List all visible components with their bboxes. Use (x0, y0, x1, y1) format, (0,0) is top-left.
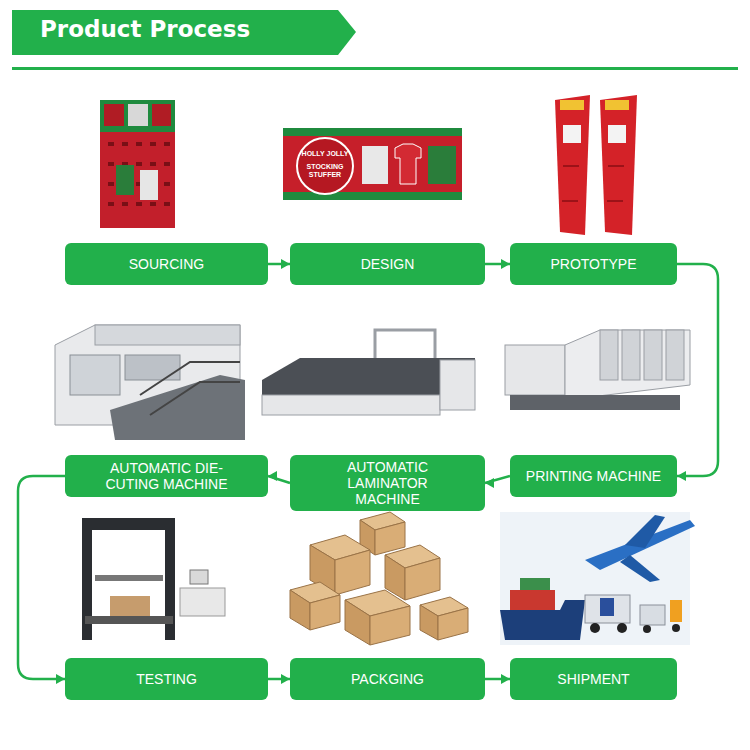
arrow-head (281, 674, 290, 684)
printing-machine (505, 330, 690, 410)
banner-text: STOCKING STUFFER (303, 163, 347, 179)
step-label: PRINTING MACHINE (526, 468, 661, 484)
arrow-head (56, 674, 65, 684)
arrow-head (485, 478, 494, 488)
title-banner (12, 10, 356, 55)
cardboard-boxes (290, 512, 468, 645)
step-label: TESTING (136, 671, 197, 687)
process-box: PROTOTYPE (510, 243, 677, 285)
arrow-head (281, 259, 290, 269)
step-label: AUTOMATIC LAMINATOR MACHINE (318, 459, 458, 507)
display-board (100, 100, 175, 228)
page-title: Product Process (40, 16, 250, 42)
banner-text: HOLLY JOLLY (300, 150, 350, 158)
process-box: SHIPMENT (510, 658, 677, 700)
arrow-head (501, 674, 510, 684)
display-stands (555, 95, 637, 235)
flow-arrow (268, 471, 290, 483)
process-box: PACKGING (290, 658, 485, 700)
flow-arrow (485, 674, 510, 684)
flow-line (677, 264, 718, 476)
flow-arrow (485, 476, 510, 488)
arrow-head (268, 471, 277, 481)
flow-line (18, 476, 65, 679)
step-label: PACKGING (351, 671, 424, 687)
flow-arrow (485, 259, 510, 269)
flow-arrow (268, 674, 290, 684)
process-box: TESTING (65, 658, 268, 700)
flow-arrow (18, 476, 65, 684)
flow-arrow (268, 259, 290, 269)
process-box: PRINTING MACHINE (510, 455, 677, 497)
die-cutting-machine (55, 325, 245, 440)
step-label: PROTOTYPE (550, 256, 636, 272)
step-label: DESIGN (361, 256, 415, 272)
step-label: SHIPMENT (557, 671, 629, 687)
divider-line (12, 67, 738, 70)
process-box: AUTOMATIC LAMINATOR MACHINE (290, 455, 485, 511)
laminator-machine (262, 330, 475, 415)
process-box: AUTOMATIC DIE-CUTING MACHINE (65, 455, 268, 497)
arrow-head (501, 259, 510, 269)
header-banner (283, 128, 462, 200)
process-box: DESIGN (290, 243, 485, 285)
step-label: AUTOMATIC DIE-CUTING MACHINE (97, 460, 237, 492)
arrow-head (677, 471, 686, 481)
process-box: SOURCING (65, 243, 268, 285)
compression-tester (82, 518, 225, 640)
shipment-vehicles (500, 512, 695, 645)
step-label: SOURCING (129, 256, 204, 272)
flow-arrow (677, 264, 718, 481)
